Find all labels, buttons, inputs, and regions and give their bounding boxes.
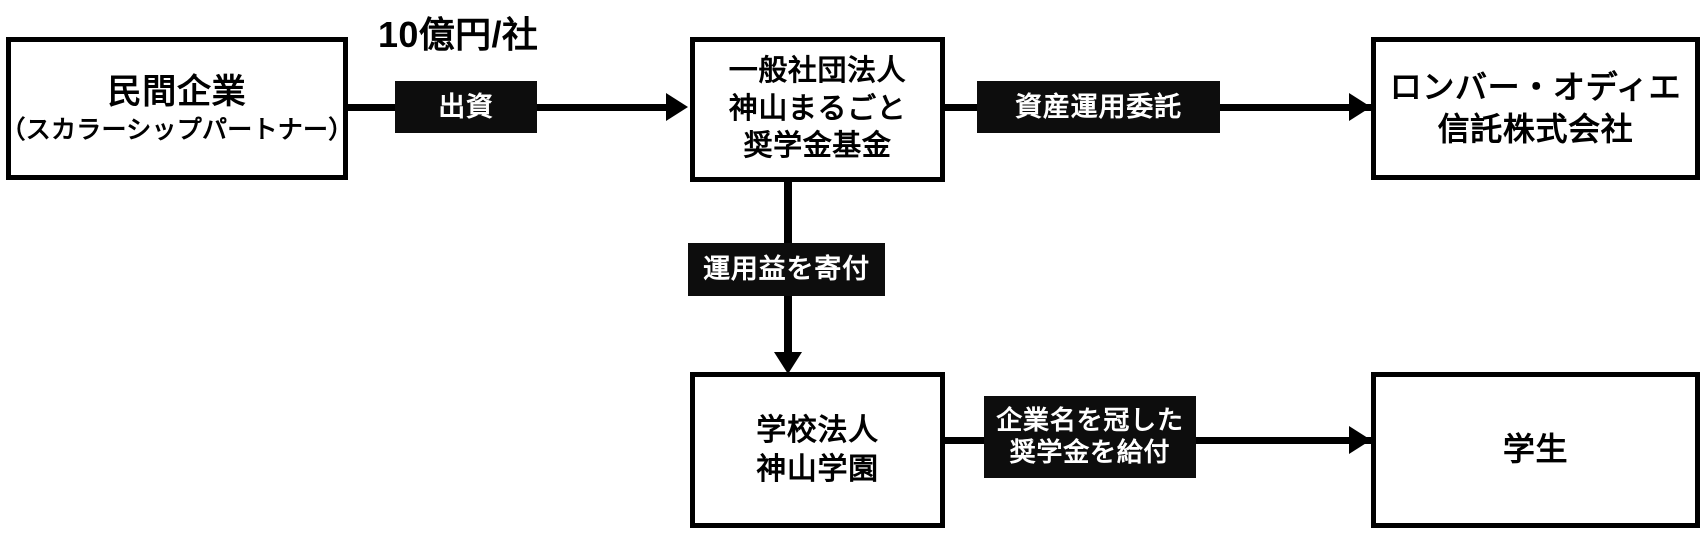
node-trust-company-line1: ロンバー・オディエ xyxy=(1389,68,1682,105)
edge-arrow-investment xyxy=(666,93,688,121)
node-private-company-line2: （スカラーシップパートナー） xyxy=(0,116,354,145)
node-foundation-line1: 一般社団法人 xyxy=(728,54,907,87)
node-school-line2: 神山学園 xyxy=(756,453,879,486)
edge-arrow-asset-management xyxy=(1349,93,1371,121)
node-foundation[interactable]: 一般社団法人 神山まるごと 奨学金基金 xyxy=(690,37,945,182)
edge-arrow-donate-returns xyxy=(774,352,802,374)
node-private-company-line1: 民間企業 xyxy=(107,73,247,112)
node-students-line1: 学生 xyxy=(1502,431,1569,468)
edge-label-investment-text: 出資 xyxy=(438,91,494,122)
edge-label-asset-management[interactable]: 資産運用委託 xyxy=(977,81,1220,133)
node-school-line1: 学校法人 xyxy=(756,414,879,447)
node-foundation-line2: 神山まるごと xyxy=(728,92,907,125)
edge-label-investment[interactable]: 出資 xyxy=(395,81,537,133)
edge-label-donate-returns-text: 運用益を寄付 xyxy=(703,254,870,285)
edge-label-grant-line1: 企業名を冠した xyxy=(996,405,1184,436)
edge-arrow-grant xyxy=(1349,426,1371,454)
node-private-company[interactable]: 民間企業 （スカラーシップパートナー） xyxy=(1,37,353,180)
node-students[interactable]: 学生 xyxy=(1371,372,1700,528)
edge-label-grant[interactable]: 企業名を冠した 奨学金を給付 xyxy=(984,396,1196,478)
node-trust-company[interactable]: ロンバー・オディエ 信託株式会社 xyxy=(1371,37,1700,180)
node-school[interactable]: 学校法人 神山学園 xyxy=(690,372,945,528)
edge-label-grant-line2: 奨学金を給付 xyxy=(1009,437,1171,467)
edge-label-donate-returns[interactable]: 運用益を寄付 xyxy=(688,243,885,296)
amount-caption: 10億円/社 xyxy=(378,14,539,55)
node-trust-company-line2: 信託株式会社 xyxy=(1437,110,1634,147)
node-foundation-line3: 奨学金基金 xyxy=(743,130,892,163)
edge-label-asset-management-text: 資産運用委託 xyxy=(1015,91,1182,122)
